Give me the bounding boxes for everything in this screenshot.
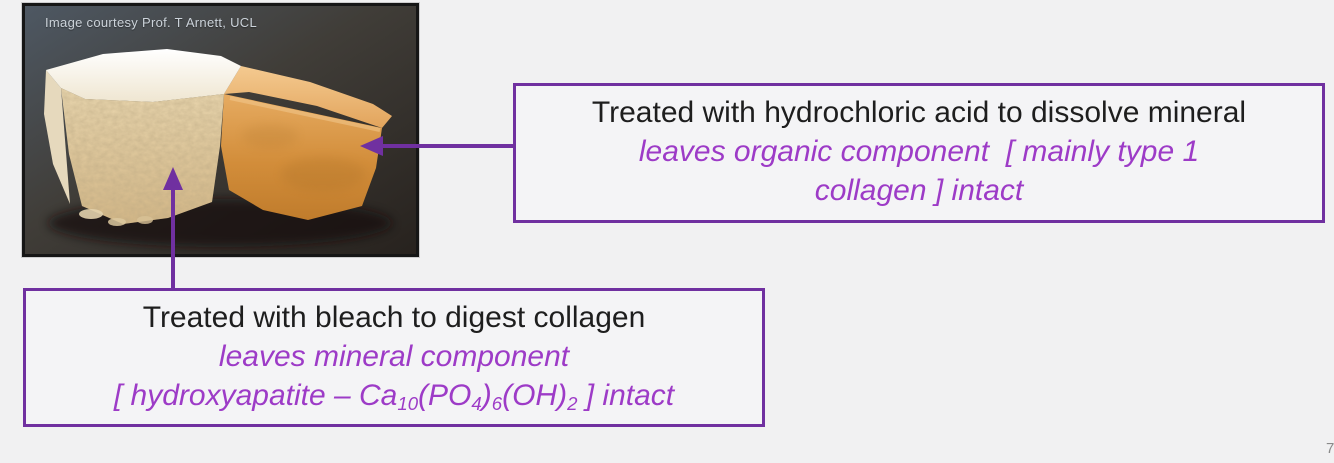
acid-treatment-callout: Treated with hydrochloric acid to dissol… (513, 83, 1325, 223)
bone-orange-half (221, 66, 392, 220)
page-number: 7 (1326, 440, 1334, 457)
bone-photo: Image courtesy Prof. T Arnett, UCL (22, 3, 419, 257)
bone-photo-illustration (25, 6, 416, 254)
acid-result-line-2: collagen ] intact (814, 174, 1024, 207)
bleach-treatment-callout: Treated with bleach to digest collagen l… (23, 288, 765, 427)
bone-white-half (44, 49, 241, 226)
acid-result-line-1: leaves organic component [ mainly type 1 (638, 135, 1200, 168)
bleach-result-line: leaves mineral component (218, 340, 570, 373)
photo-caption: Image courtesy Prof. T Arnett, UCL (45, 15, 258, 30)
bleach-treatment-text: Treated with bleach to digest collagen (142, 301, 646, 334)
bleach-result-formula: [ hydroxyapatite – Ca10(PO4)6(OH)2 ] int… (113, 379, 675, 415)
acid-treatment-text: Treated with hydrochloric acid to dissol… (591, 96, 1247, 129)
